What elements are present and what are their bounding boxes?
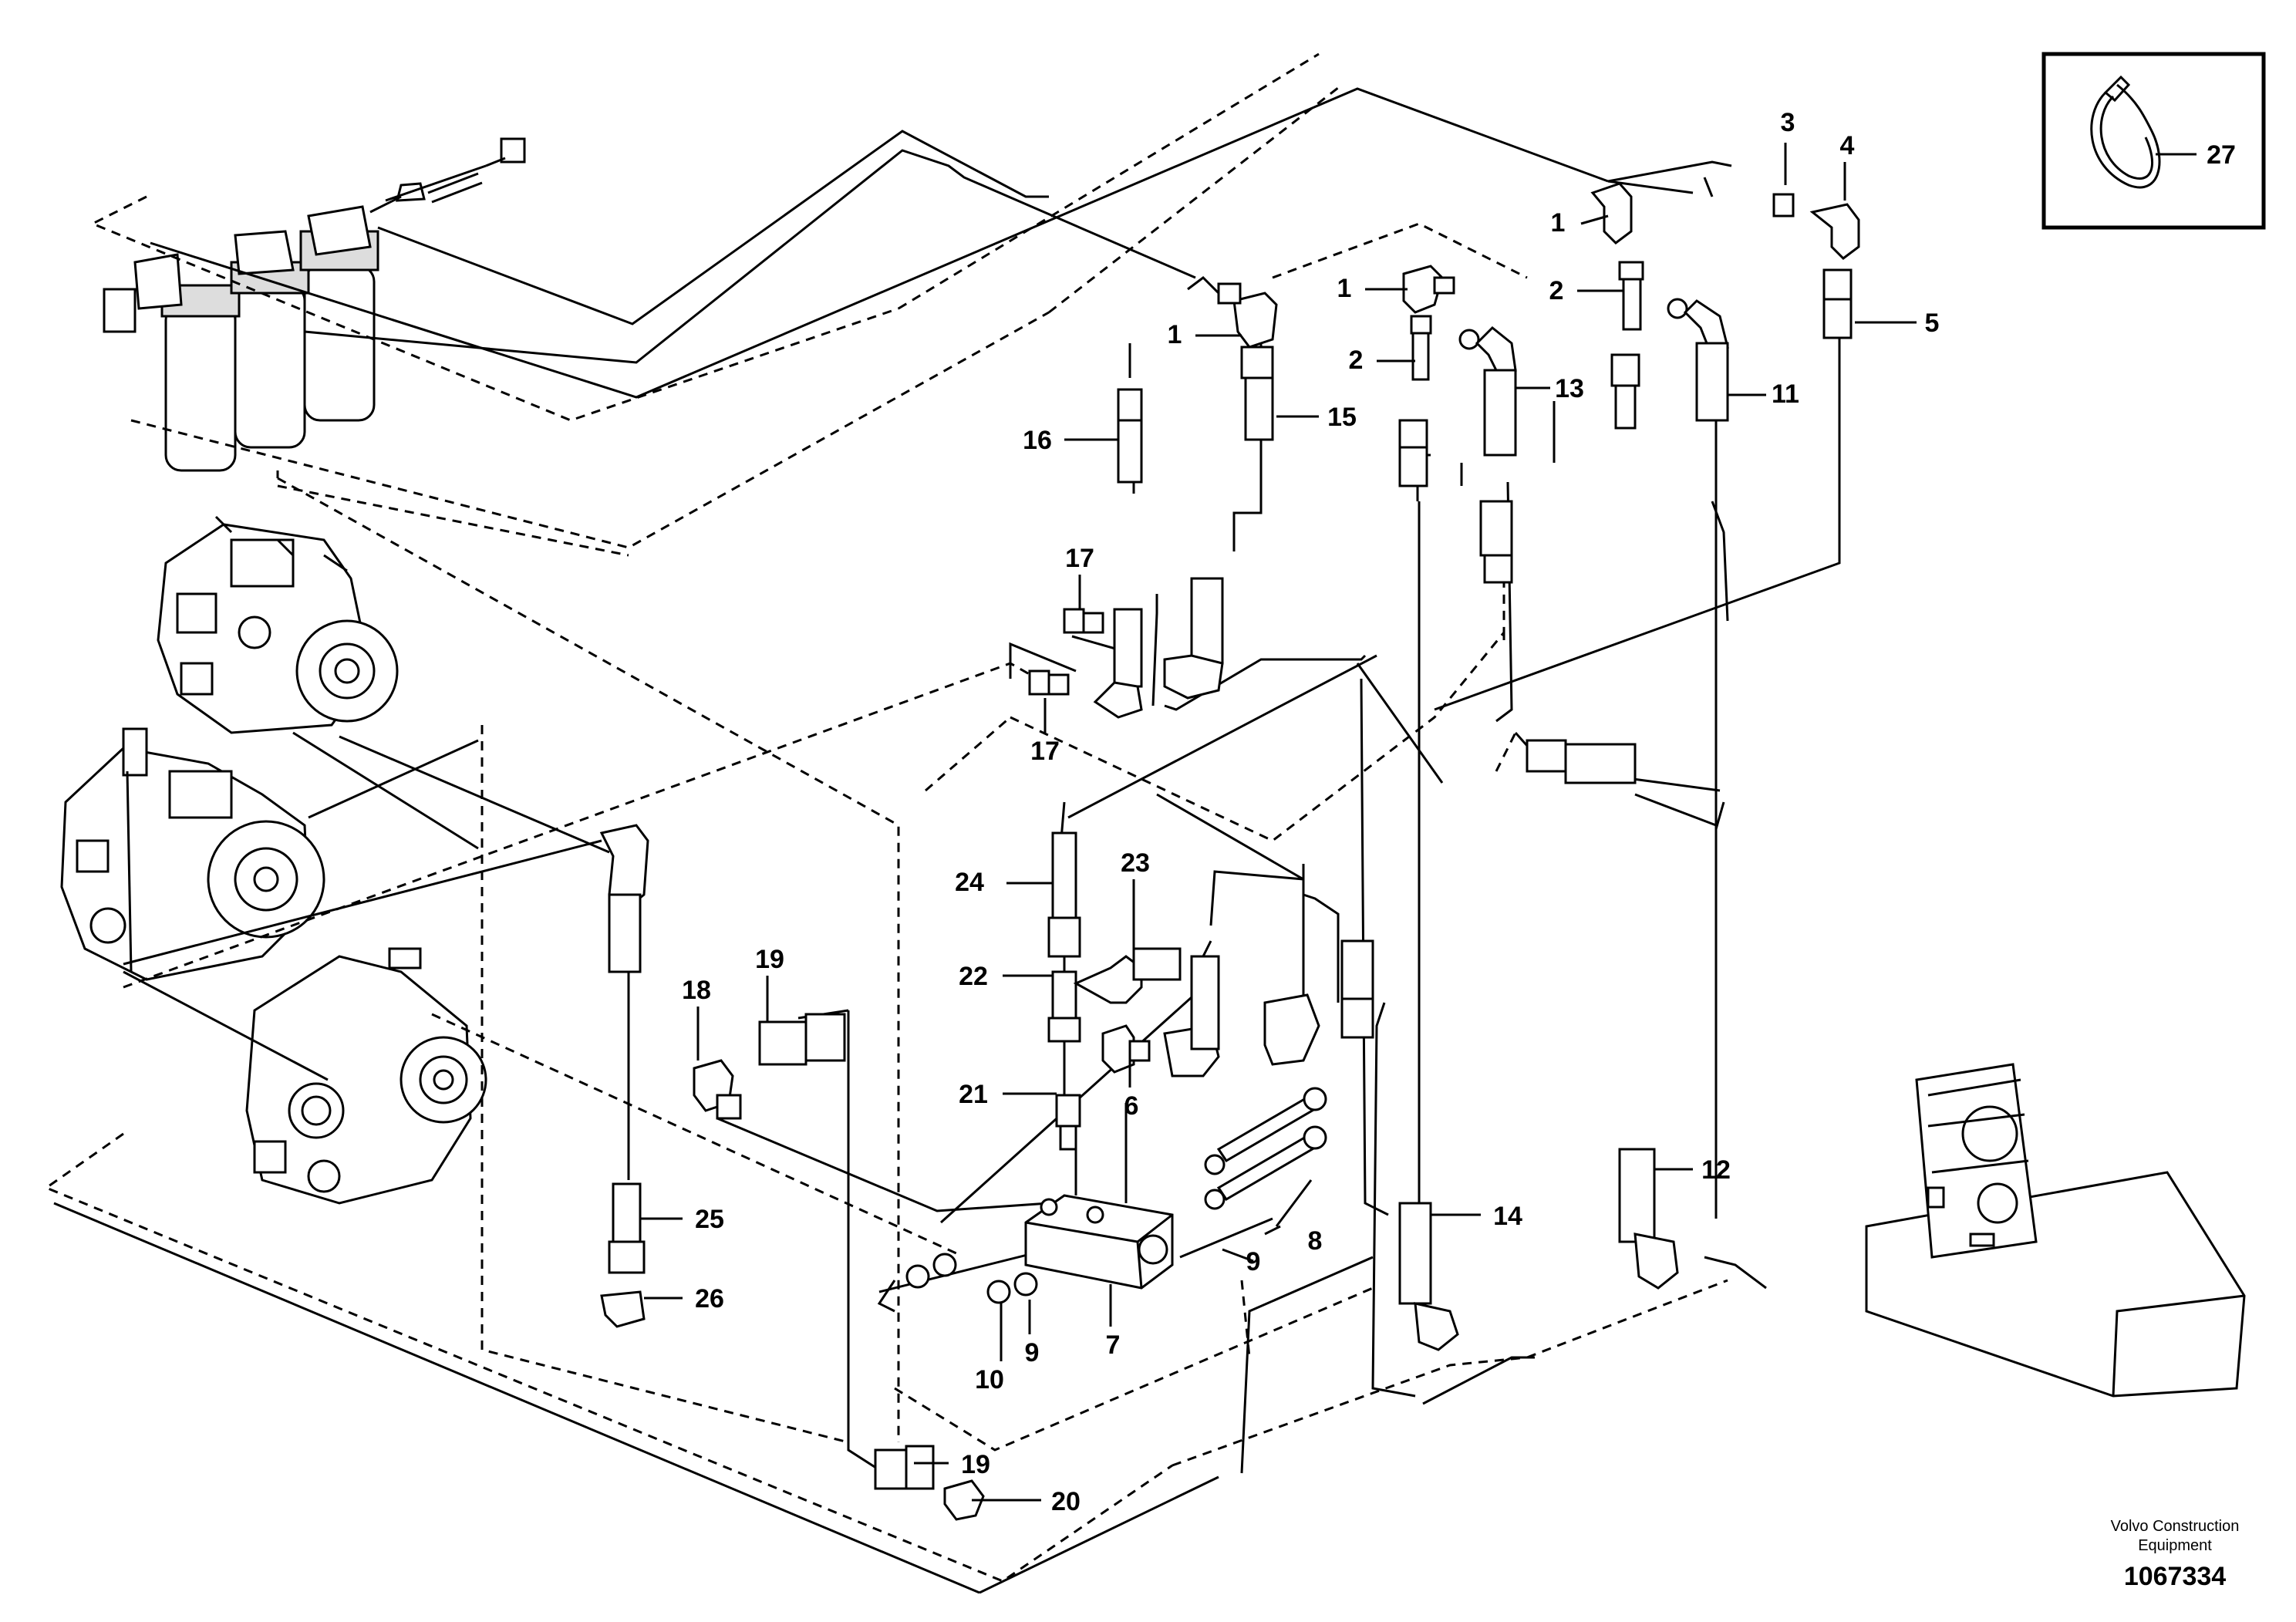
pump-lower [245, 947, 487, 1205]
callout-1-b: 1 [1337, 274, 1352, 303]
callout-17-a: 17 [1065, 544, 1094, 573]
callout-10: 10 [975, 1365, 1004, 1394]
machine-overview [1865, 1063, 2246, 1398]
callout-9-a: 9 [1246, 1247, 1261, 1276]
callout-27: 27 [2207, 140, 2236, 170]
callout-18: 18 [682, 976, 711, 1005]
callout-9-b: 9 [1025, 1338, 1040, 1367]
callout-14: 14 [1493, 1202, 1522, 1231]
pump-middle [60, 727, 325, 981]
callout-24: 24 [955, 868, 984, 897]
callout-7: 7 [1106, 1330, 1121, 1360]
callout-19-b: 19 [961, 1450, 990, 1479]
callout-19-a: 19 [755, 945, 784, 974]
callout-4: 4 [1840, 131, 1855, 160]
callout-8: 8 [1308, 1226, 1323, 1256]
callout-labels: 1 1 1 2 2 3 4 5 11 13 15 16 17 17 24 23 … [682, 108, 2236, 1516]
callout-6: 6 [1124, 1091, 1139, 1121]
callout-26: 26 [695, 1284, 724, 1313]
callout-13: 13 [1555, 374, 1584, 403]
callout-12: 12 [1701, 1155, 1731, 1185]
callout-2-b: 2 [1349, 346, 1364, 375]
filter-assembly [103, 137, 526, 472]
callout-11: 11 [1772, 379, 1799, 409]
callout-17-b: 17 [1030, 737, 1060, 766]
caption-line-1: Volvo Construction [2111, 1518, 2240, 1535]
pump-upper [157, 515, 399, 734]
callout-22: 22 [959, 962, 988, 991]
callout-3: 3 [1781, 108, 1795, 137]
callout-5: 5 [1925, 309, 1940, 338]
callout-leaders [640, 143, 1917, 1502]
caption-line-2: Equipment [2138, 1537, 2212, 1554]
drawing-number: 1067334 [2124, 1562, 2226, 1591]
fittings [599, 182, 1860, 1521]
callout-21: 21 [959, 1080, 988, 1109]
callout-16: 16 [1023, 426, 1052, 455]
callout-1-a: 1 [1551, 208, 1566, 238]
callout-1-c: 1 [1168, 320, 1182, 349]
callout-20: 20 [1051, 1487, 1081, 1516]
inset-cable-tie [2041, 52, 2266, 230]
callout-15: 15 [1327, 403, 1357, 432]
callout-23: 23 [1121, 848, 1150, 878]
callout-25: 25 [695, 1205, 724, 1234]
footer-caption: Volvo Construction Equipment 1067334 [2111, 1518, 2240, 1591]
callout-2-a: 2 [1549, 276, 1564, 305]
